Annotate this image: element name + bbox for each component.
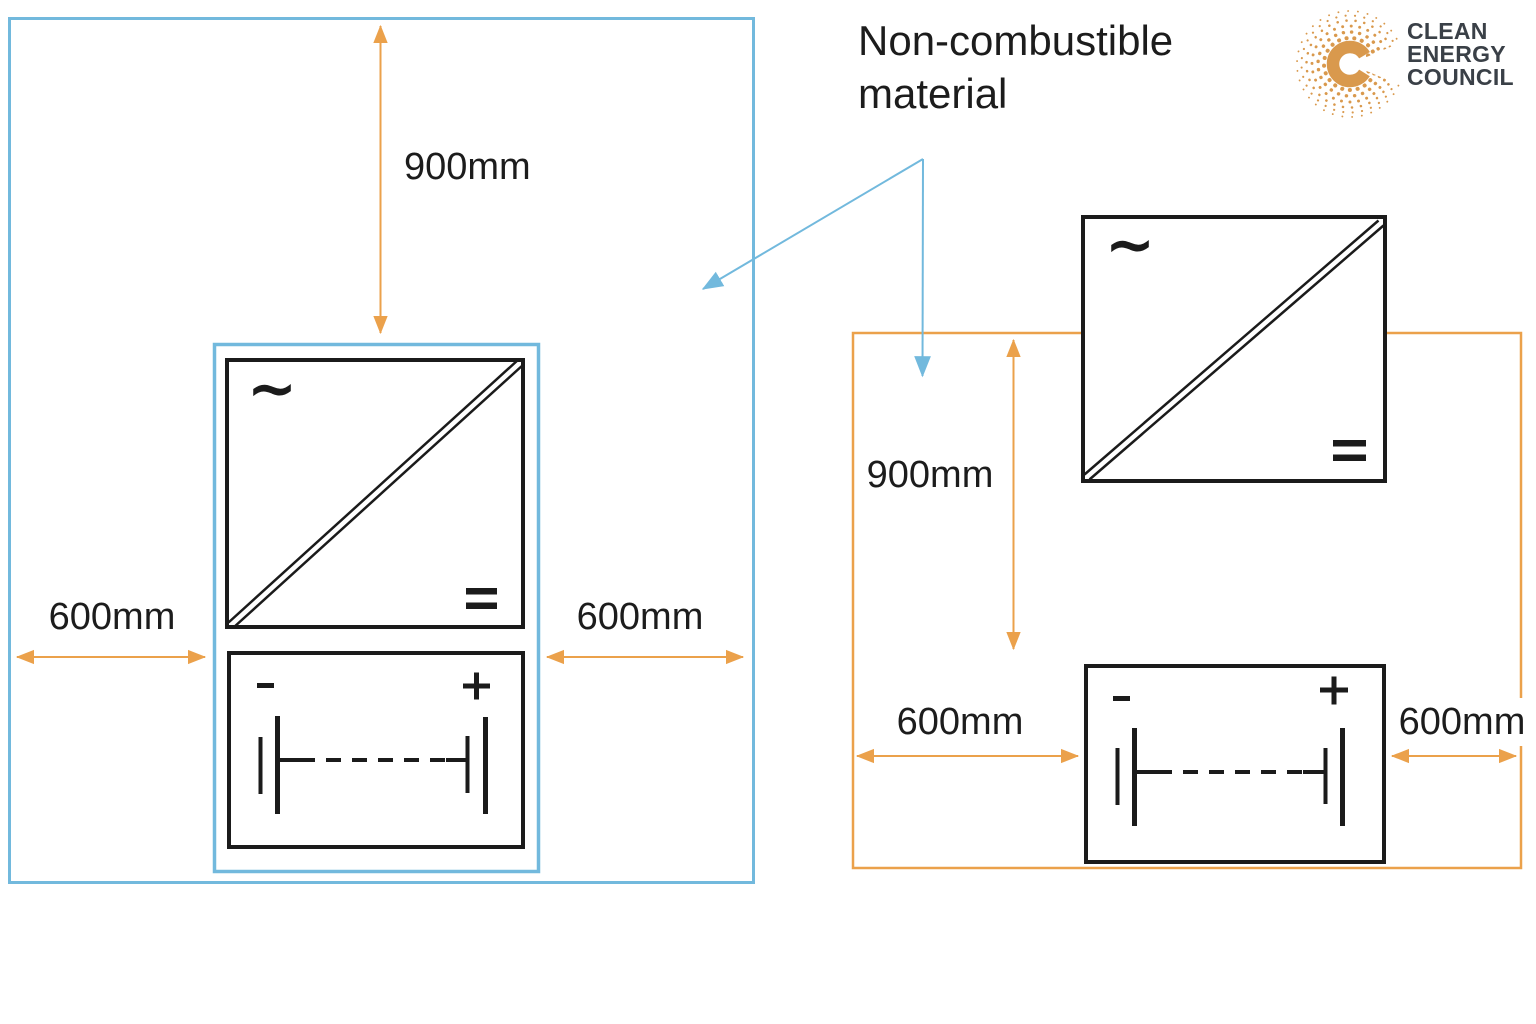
noncombustible-material-line2: material [858, 70, 1008, 117]
left-battery-plus-symbol [463, 672, 490, 700]
noncombustible-callout-arrow [701, 158, 931, 378]
right-battery-minus-symbol [1113, 696, 1130, 701]
cec-logo-monogram-c [1326, 40, 1374, 88]
noncombustible-material-line1: Non-combustible [858, 17, 1174, 64]
left-left-clearance-label: 600mm [48, 596, 176, 638]
left-battery-minus-symbol [257, 683, 274, 688]
left-inverter-dc-symbol [466, 588, 497, 609]
right-left-clearance-label: 600mm [896, 701, 1024, 743]
right-top-clearance-label: 900mm [866, 454, 994, 496]
callout-arrow-to-left-diagram [701, 158, 924, 290]
right-battery-box [1084, 664, 1386, 864]
left-right-clearance-label: 600mm [576, 596, 704, 638]
right-inverter-ac-symbol: ~ [1105, 210, 1155, 280]
left-equipment-backing-board [212, 342, 541, 874]
right-right-clearance-label: 600mm [1395, 698, 1529, 746]
right-inverter-box [1081, 215, 1387, 483]
right-inverter-diagonal [1083, 219, 1385, 481]
left-noncombustible-boundary [8, 17, 755, 884]
cec-logo-opening-wedge [1350, 37, 1414, 91]
left-battery-cell-symbol [258, 716, 488, 814]
left-inverter-diagonal [227, 358, 525, 629]
cec-logo-text-line1: CLEAN [1407, 18, 1488, 44]
left-diagram: ~ [8, 17, 755, 884]
cec-logo-text-line3: COUNCIL [1407, 64, 1514, 90]
noncombustible-material-label: Non-combustible material [858, 14, 1173, 120]
right-battery-cell-symbol [1115, 728, 1345, 826]
left-inverter-box [225, 358, 525, 629]
left-top-clearance-label: 900mm [404, 146, 531, 188]
callout-arrow-to-right-diagram [914, 158, 931, 378]
right-battery-plus-symbol [1320, 676, 1348, 705]
right-inverter-dc-symbol [1333, 440, 1366, 461]
cec-logo-mark [1296, 10, 1414, 118]
cec-logo-text: CLEAN ENERGY COUNCIL [1407, 20, 1514, 89]
left-inverter-ac-symbol: ~ [247, 354, 297, 424]
cec-logo-text-line2: ENERGY [1407, 41, 1506, 67]
right-diagram: ~ [851, 210, 1523, 870]
